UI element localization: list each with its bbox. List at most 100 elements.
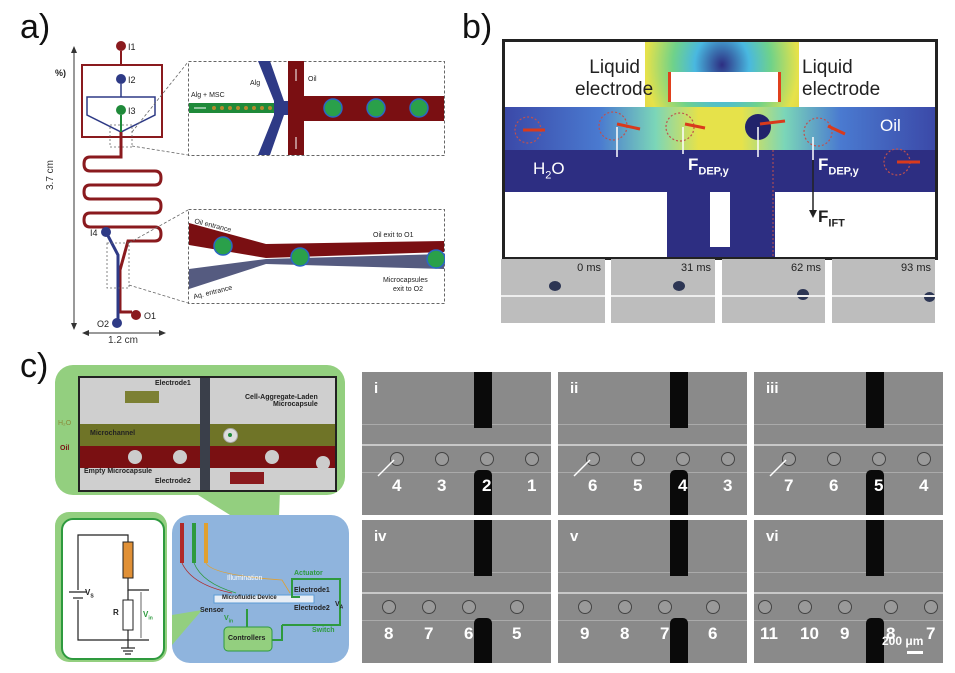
dep-simulation: Liquid electrode Liquid electrode Oil H2…	[502, 39, 938, 260]
microcapsule	[462, 600, 476, 614]
frame-label: iv	[374, 528, 387, 545]
scale-bar	[907, 651, 923, 654]
capsule-number: 8	[886, 624, 896, 643]
timelapse-frame: 93 ms	[832, 259, 935, 323]
capsule-number: 9	[580, 624, 590, 643]
chip-layout-diagram: I1 I2 I3 I4 O1 O2	[71, 41, 166, 336]
alg-msc-label: Alg + MSC	[191, 92, 225, 99]
microcapsule	[382, 600, 396, 614]
oil-channel	[505, 107, 935, 150]
controllers-box	[223, 626, 273, 652]
microcapsule	[435, 452, 449, 466]
channel-boundary	[754, 424, 943, 425]
highlight-arrow	[573, 459, 591, 477]
microcapsule	[798, 600, 812, 614]
sensor-label: Sensor	[200, 607, 224, 614]
electrode2-label: Electrode2	[155, 478, 191, 485]
vs-label: VS	[85, 588, 94, 600]
capsule-number: 5	[512, 624, 522, 643]
electrode-top	[866, 520, 884, 576]
microcapsule	[827, 452, 841, 466]
channel-boundary	[754, 472, 943, 473]
force-arrows	[514, 111, 920, 257]
oil-side-label: Oil	[60, 445, 70, 452]
microcapsule	[758, 600, 772, 614]
oil-label: Oil	[308, 76, 317, 83]
frame-label: vi	[766, 528, 779, 545]
timelapse-frame: 62 ms	[722, 259, 825, 323]
electrode-bottom	[474, 470, 492, 515]
port-label-I4: I4	[90, 228, 98, 238]
frame-label: iii	[766, 380, 779, 397]
microcapsule	[525, 452, 539, 466]
frame-label: v	[570, 528, 579, 545]
interface-line	[362, 444, 551, 446]
interface-line	[754, 444, 943, 446]
alg-label: Alg	[250, 80, 260, 87]
capsule-number: 10	[800, 624, 819, 643]
capsules-exit-label-1: Microcapsules	[383, 277, 428, 284]
oil-exit-label: Oil exit to O1	[373, 232, 414, 239]
timelapse-frame: 0 ms	[501, 259, 605, 323]
electrode-top	[866, 372, 884, 428]
vin-label: Vin	[143, 610, 153, 622]
va-label: VA	[335, 601, 344, 611]
oil-label: Oil	[880, 116, 901, 135]
stray-label: %)	[55, 68, 66, 78]
electrode1-label: Electrode1	[155, 380, 191, 387]
circuit-diagram: VS R Vin	[61, 518, 165, 660]
microcapsule	[658, 600, 672, 614]
capsule-number: 7	[424, 624, 434, 643]
capsule-number: 8	[384, 624, 394, 643]
channel-boundary	[362, 424, 551, 425]
channel-boundary	[754, 572, 943, 573]
electrode-top	[474, 372, 492, 428]
port-I2	[116, 74, 126, 84]
electrode-gap	[668, 72, 781, 102]
port-label-O1: O1	[144, 311, 156, 321]
interface-line	[558, 592, 747, 594]
microcapsule	[390, 452, 404, 466]
water-label: H2O	[533, 159, 565, 182]
fift-label: FIFT	[818, 207, 845, 230]
microcapsule	[422, 600, 436, 614]
capsule-number: 11	[760, 624, 778, 643]
highlight-arrow	[377, 459, 395, 477]
system-diagram: Illumination Microfluidic Device Sensor …	[172, 515, 349, 663]
electrode-strip	[200, 378, 210, 490]
capsule-number: 7	[926, 624, 936, 643]
zoom-guide-lines	[128, 61, 189, 304]
capsule-number: 8	[620, 624, 630, 643]
microcapsule	[924, 600, 938, 614]
microcapsule	[782, 452, 796, 466]
channel-boundary	[362, 572, 551, 573]
microchannel-label: Microchannel	[90, 430, 136, 437]
channel-schematic: Electrode1 Electrode2 Microchannel Cell-…	[78, 376, 337, 492]
microcapsule	[917, 452, 931, 466]
electrode-bottom	[866, 470, 884, 515]
frame-label: ii	[570, 380, 579, 397]
capsule-number: 9	[840, 624, 850, 643]
capsule-number: 6	[829, 476, 839, 495]
device-label: Microfluidic Device	[222, 595, 277, 601]
controllers-label: Controllers	[228, 635, 266, 642]
capsule-number: 6	[708, 624, 718, 643]
oil-channel	[189, 223, 444, 258]
sensor-resistor	[122, 541, 134, 579]
interface-line	[754, 592, 943, 594]
inset-droplet-generation: Alg + MSC Alg Oil	[188, 61, 445, 156]
electrode-bottom	[670, 470, 688, 515]
electrode-bottom	[670, 618, 688, 663]
left-electrode-label: Liquid electrode	[575, 57, 654, 100]
panel-c-label: c)	[20, 347, 49, 385]
capsule-number: 5	[874, 476, 884, 495]
port-I1	[116, 41, 126, 51]
port-label-O2: O2	[97, 319, 109, 329]
port-O1	[131, 310, 141, 320]
capsule-number: 4	[678, 476, 688, 495]
highlight-arrow	[769, 459, 787, 477]
